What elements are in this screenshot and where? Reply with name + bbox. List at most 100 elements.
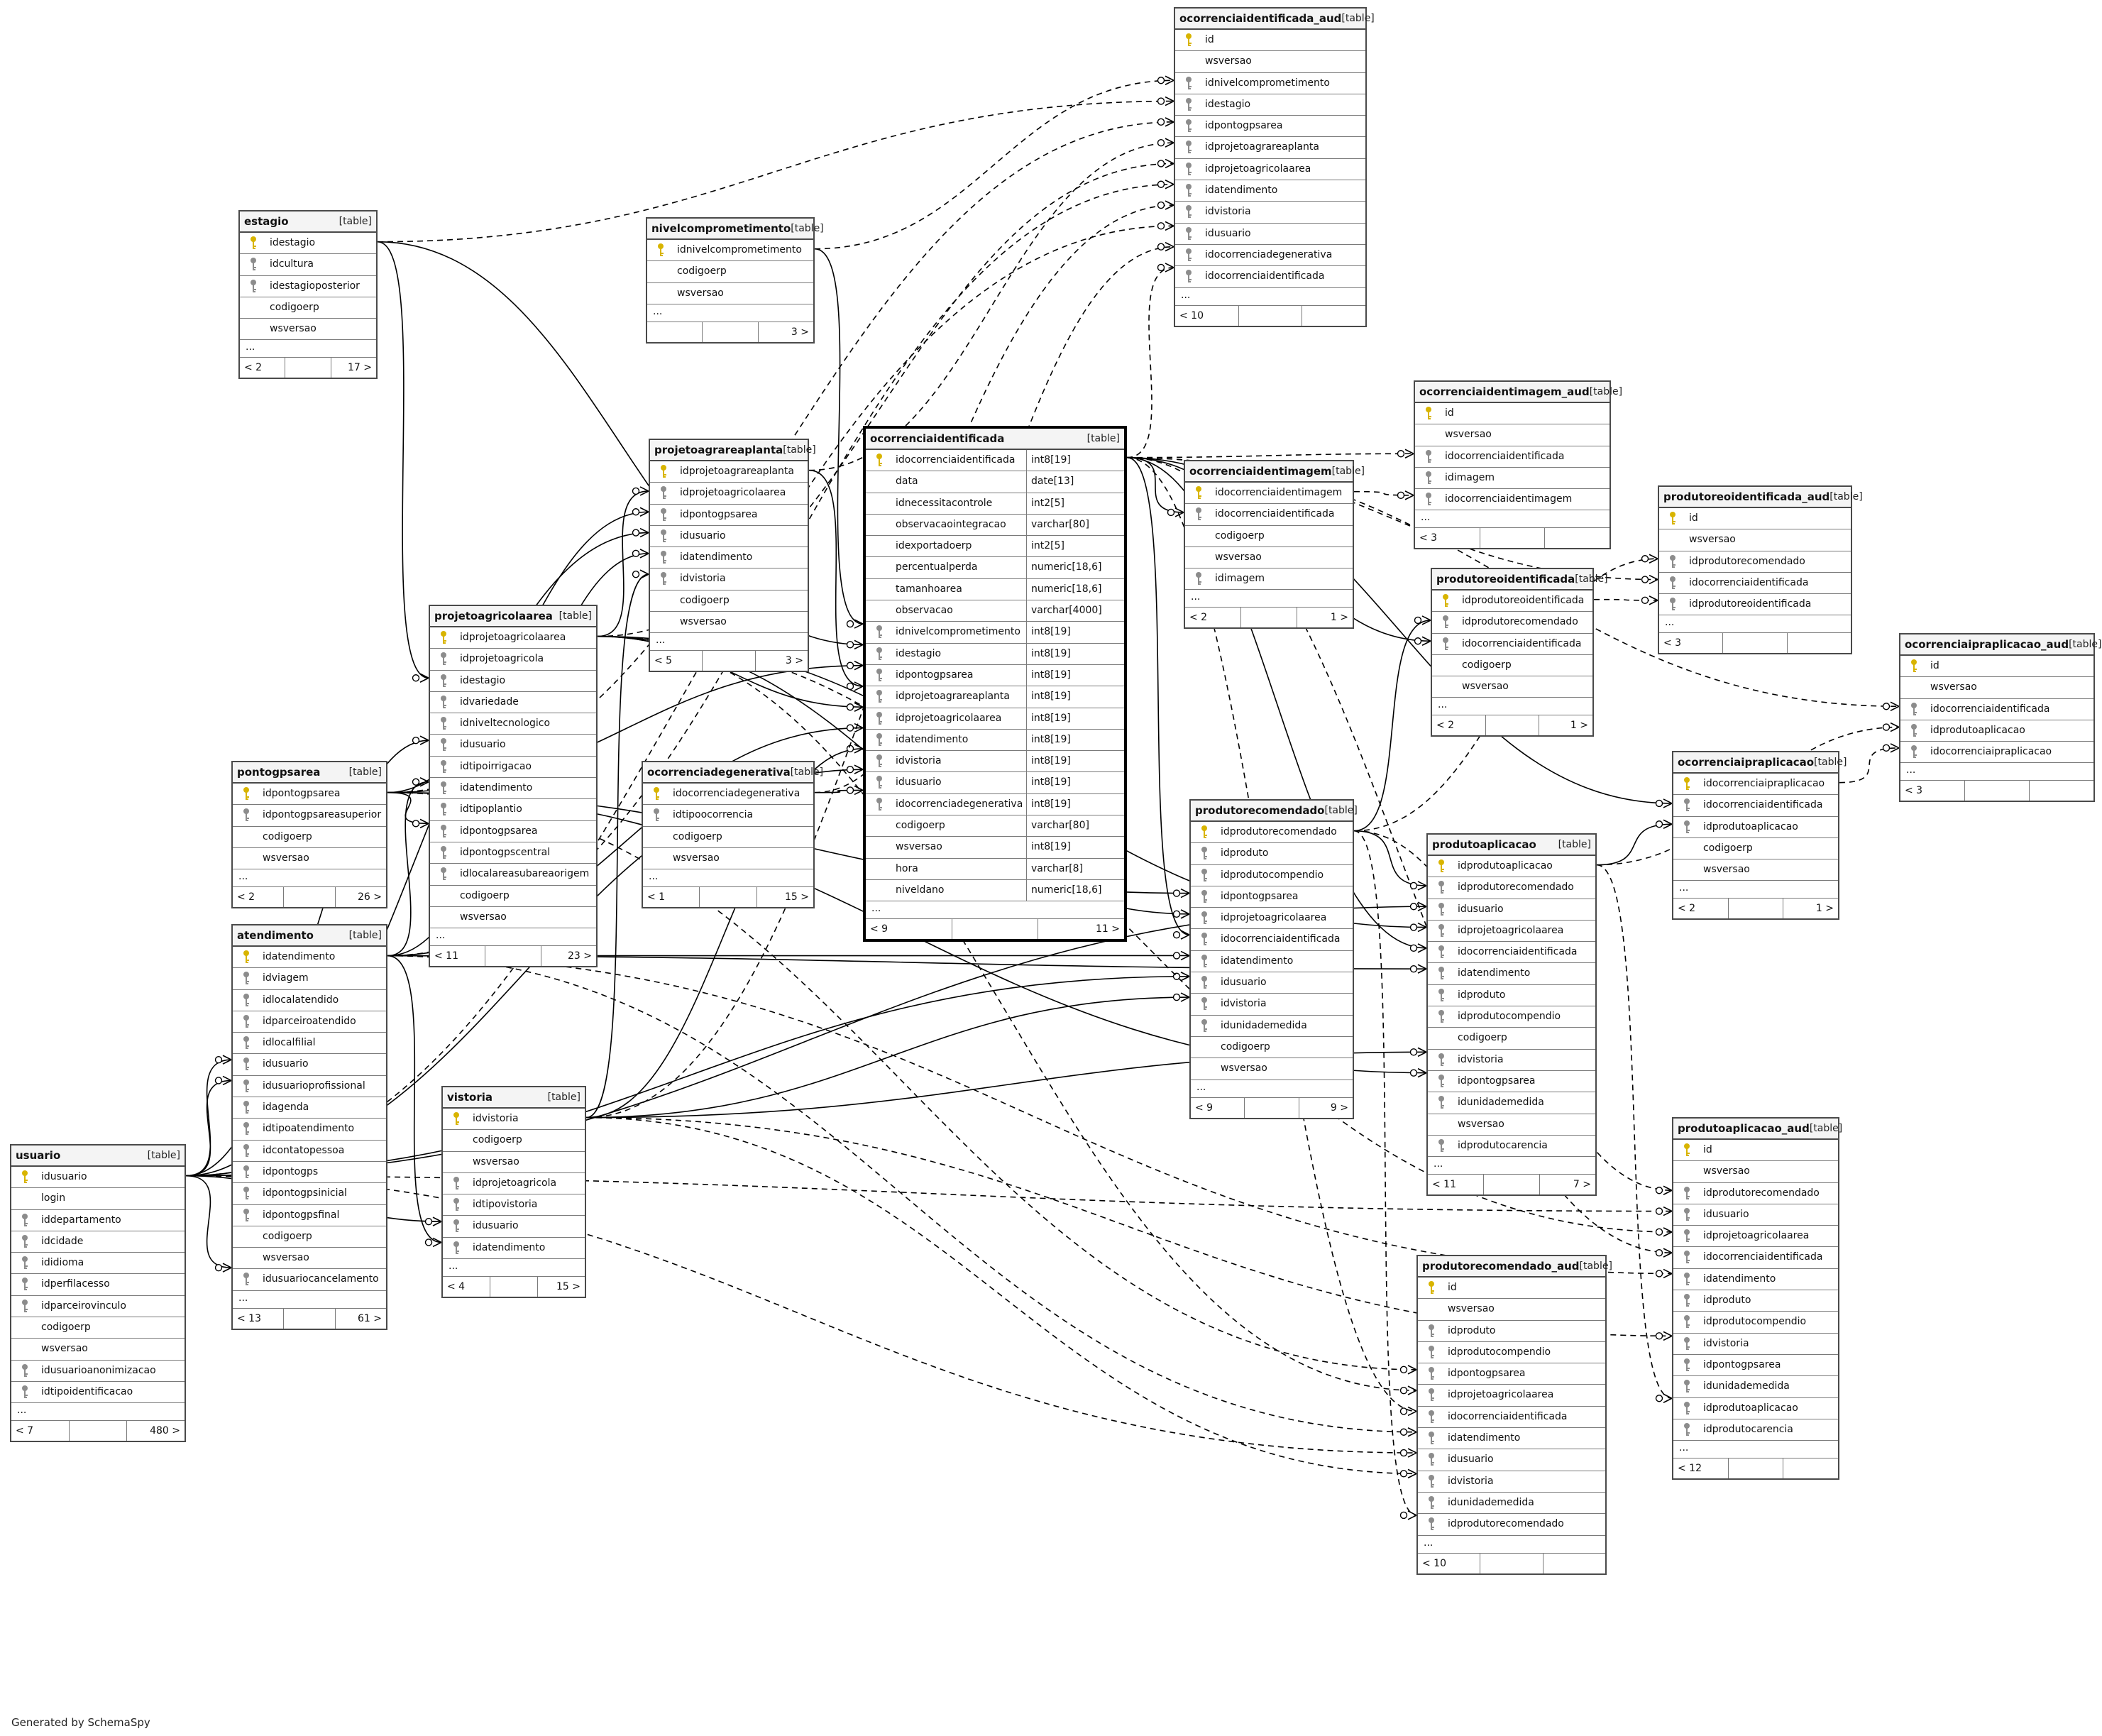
- column-row[interactable]: codigoerp: [443, 1130, 585, 1152]
- child-count[interactable]: 11 >: [1096, 923, 1121, 935]
- column-row[interactable]: idprojetoagricola: [430, 649, 596, 671]
- column-row[interactable]: idpontogpsfinal: [233, 1205, 386, 1226]
- column-row[interactable]: idocorrenciaidentimagem: [1415, 489, 1609, 511]
- column-row[interactable]: idparceirovinculo: [11, 1296, 185, 1318]
- column-row[interactable]: idprodutocarencia: [1673, 1419, 1838, 1441]
- column-row[interactable]: idusuarioanonimizacao: [11, 1361, 185, 1382]
- table-name[interactable]: produtoreoidentificada: [1436, 573, 1575, 586]
- column-row[interactable]: idocorrenciaipraplicacao: [1900, 742, 2093, 764]
- child-count[interactable]: 17 >: [347, 362, 372, 374]
- column-row[interactable]: idvistoria: [1418, 1471, 1605, 1493]
- column-row[interactable]: idproduto: [1418, 1321, 1605, 1342]
- column-row[interactable]: idpontogpsarea: [1191, 886, 1353, 908]
- column-row[interactable]: idprodutorecomendado: [1191, 822, 1353, 844]
- column-row[interactable]: idusuariocancelamento: [233, 1269, 386, 1291]
- column-row[interactable]: idprodutoaplicacao: [1673, 1398, 1838, 1419]
- column-row[interactable]: idestagio: [430, 671, 596, 692]
- parent-count[interactable]: < 12: [1673, 1458, 1729, 1479]
- column-row[interactable]: idprodutorecomendado: [1659, 551, 1851, 573]
- column-row[interactable]: idusuarioprofissional: [233, 1076, 386, 1098]
- table-ocorrenciadegenerativa[interactable]: ocorrenciadegenerativa[table]idocorrenci…: [642, 761, 823, 909]
- column-row[interactable]: idprodutocarencia: [1428, 1136, 1595, 1158]
- table-name[interactable]: projetoagrareaplanta: [654, 444, 783, 456]
- child-count[interactable]: 1 >: [1330, 612, 1348, 624]
- table-name[interactable]: produtoaplicacao_aud: [1678, 1122, 1810, 1135]
- table-name[interactable]: vistoria: [447, 1091, 493, 1104]
- table-produtoaplicacao[interactable]: produtoaplicacao[table]idprodutoaplicaca…: [1426, 833, 1597, 1197]
- column-row[interactable]: idocorrenciaidentificada: [1418, 1407, 1605, 1429]
- table-name[interactable]: usuario: [16, 1149, 61, 1162]
- column-row[interactable]: idusuario: [1428, 899, 1595, 921]
- column-row[interactable]: codigoerp: [643, 827, 813, 848]
- column-row[interactable]: idlocalfilial: [233, 1033, 386, 1055]
- column-row[interactable]: idvistoria: [1175, 202, 1365, 224]
- column-row[interactable]: codigoerp: [1428, 1028, 1595, 1050]
- column-row[interactable]: codigoerp: [650, 590, 808, 612]
- column-row[interactable]: id: [1659, 508, 1851, 530]
- child-count[interactable]: 1 >: [1815, 903, 1834, 915]
- column-row[interactable]: idprojetoagricolaarea: [650, 483, 808, 505]
- column-row[interactable]: idpontogpscentral: [430, 842, 596, 864]
- column-row[interactable]: idestagio: [1175, 94, 1365, 116]
- column-row[interactable]: wsversao: [233, 1248, 386, 1270]
- column-row[interactable]: codigoerp: [1191, 1037, 1353, 1059]
- child-count[interactable]: 480 >: [150, 1425, 181, 1437]
- child-count[interactable]: 23 >: [567, 950, 592, 962]
- column-row[interactable]: idprodutoaplicacao: [1428, 856, 1595, 878]
- column-row[interactable]: wsversao: [643, 848, 813, 870]
- column-row[interactable]: idprodutoreoidentificada: [1432, 590, 1592, 612]
- table-ocorrenciaidentificada[interactable]: ocorrenciaidentificada[table]idocorrenci…: [863, 426, 1127, 943]
- table-ocorrenciaidentimagem[interactable]: ocorrenciaidentimagem[table]idocorrencia…: [1184, 460, 1365, 630]
- child-count[interactable]: [2030, 781, 2093, 801]
- column-row[interactable]: idvistoria: [1191, 994, 1353, 1016]
- column-row[interactable]: idpontogpsarea: [1428, 1071, 1595, 1093]
- column-row[interactable]: idcidade: [11, 1231, 185, 1253]
- column-row[interactable]: codigoerp: [1185, 526, 1353, 547]
- table-name[interactable]: ocorrenciaidentificada_aud: [1179, 12, 1342, 25]
- column-row[interactable]: idproduto: [1191, 843, 1353, 865]
- column-row[interactable]: idprodutocompendio: [1191, 865, 1353, 886]
- parent-count[interactable]: < 11: [430, 946, 486, 967]
- child-count[interactable]: [1545, 528, 1609, 548]
- column-row[interactable]: id: [1900, 656, 2093, 678]
- column-row[interactable]: idpontogpsinicial: [233, 1183, 386, 1205]
- column-row[interactable]: wsversao: [1418, 1299, 1605, 1321]
- table-name[interactable]: ocorrenciadegenerativa: [647, 766, 791, 779]
- column-row[interactable]: idatendimento: [1175, 180, 1365, 202]
- column-row[interactable]: idocorrenciaipraplicacao: [1673, 774, 1838, 796]
- column-row[interactable]: idusuario: [1191, 972, 1353, 994]
- column-row[interactable]: idlocalatendido: [233, 990, 386, 1011]
- column-row[interactable]: idestagioposterior: [240, 276, 376, 297]
- column-row[interactable]: idprodutorecomendado: [1428, 877, 1595, 899]
- parent-count[interactable]: < 3: [1415, 528, 1480, 549]
- child-count[interactable]: [1544, 1554, 1605, 1573]
- column-row[interactable]: codigoerp: [647, 261, 813, 283]
- column-row[interactable]: idatendimento: [1418, 1428, 1605, 1450]
- column-row[interactable]: idpontogpsarea: [650, 505, 808, 526]
- parent-count[interactable]: < 2: [233, 887, 285, 908]
- table-produtorecomendado[interactable]: produtorecomendado[table]idprodutorecome…: [1189, 799, 1358, 1119]
- parent-count[interactable]: < 3: [1900, 781, 1965, 801]
- parent-count[interactable]: < 4: [443, 1277, 490, 1297]
- column-row[interactable]: idprojetoagrareaplanta: [650, 461, 808, 483]
- parent-count[interactable]: < 7: [11, 1421, 70, 1441]
- column-row[interactable]: id: [1415, 403, 1609, 425]
- column-row[interactable]: idocorrenciaidentificada: [1185, 504, 1353, 526]
- column-row[interactable]: wsversao: [11, 1339, 185, 1361]
- parent-count[interactable]: < 11: [1428, 1175, 1484, 1195]
- table-projetoagricolaarea[interactable]: projetoagricolaarea[table]idprojetoagric…: [429, 605, 598, 968]
- table-ocorrenciaipraplicacao[interactable]: ocorrenciaipraplicacao[table]idocorrenci…: [1672, 751, 1847, 921]
